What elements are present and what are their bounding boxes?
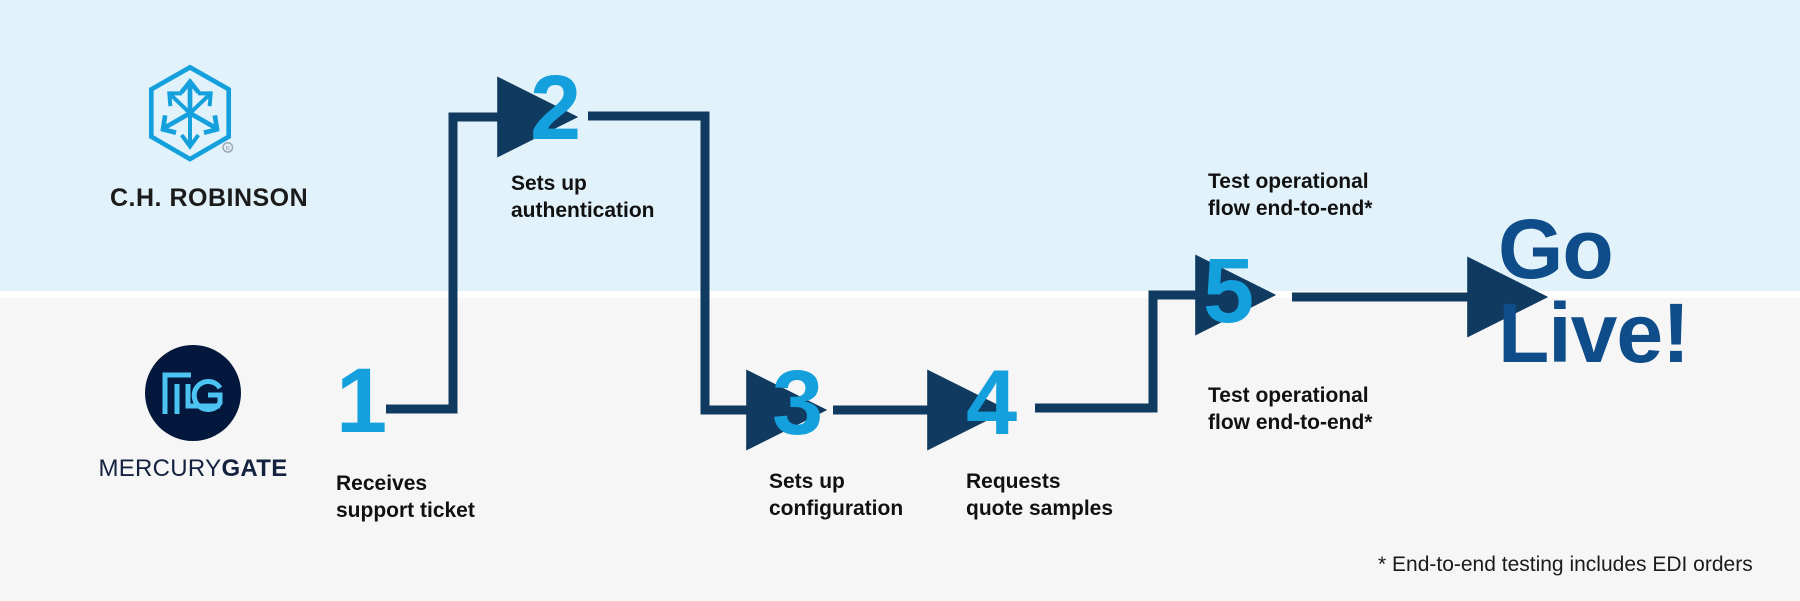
step-number-4: 4 [966, 352, 1018, 454]
step5-label-top: Test operational flow end-to-end* [1208, 170, 1373, 220]
svg-text:R: R [226, 146, 231, 153]
mg-monogram-icon [162, 372, 223, 414]
ch-robinson-wordmark: C.H. ROBINSON [110, 184, 309, 212]
step-caption-1: Receives support ticket [336, 472, 475, 522]
cube-arrows-hexagon-icon: R [148, 64, 234, 162]
connector-1-to-2 [386, 76, 579, 414]
step-caption-3: Sets up configuration [769, 470, 904, 520]
step-number-5: 5 [1203, 240, 1255, 342]
lane-divider [0, 291, 1800, 298]
mercurygate-wordmark: MERCURYGATE [98, 455, 288, 483]
lane-band-top [0, 0, 1800, 291]
step5-label-bottom: Test operational flow end-to-end* [1208, 384, 1373, 434]
lane-band-bottom [0, 298, 1800, 601]
step-caption-2: Sets up authentication [511, 172, 655, 222]
logo-ch-robinson: R C.H. ROBINSON [110, 62, 309, 213]
step-number-1: 1 [336, 350, 388, 452]
step-number-3: 3 [772, 352, 824, 454]
step-caption-4: Requests quote samples [966, 470, 1114, 520]
go-live-text: Go Live! [1498, 202, 1690, 380]
connector-4-to-5 [1035, 254, 1277, 413]
mercurygate-disc [145, 345, 241, 441]
footnote: * End-to-end testing includes EDI orders [1378, 553, 1753, 576]
mercurygate-wordmark-bold: GATE [221, 455, 288, 482]
connector-2-to-3 [588, 111, 828, 451]
step-number-2: 2 [530, 57, 582, 159]
logo-mercurygate: MERCURYGATE [98, 345, 288, 483]
mercurygate-wordmark-light: MERCURY [98, 455, 222, 482]
